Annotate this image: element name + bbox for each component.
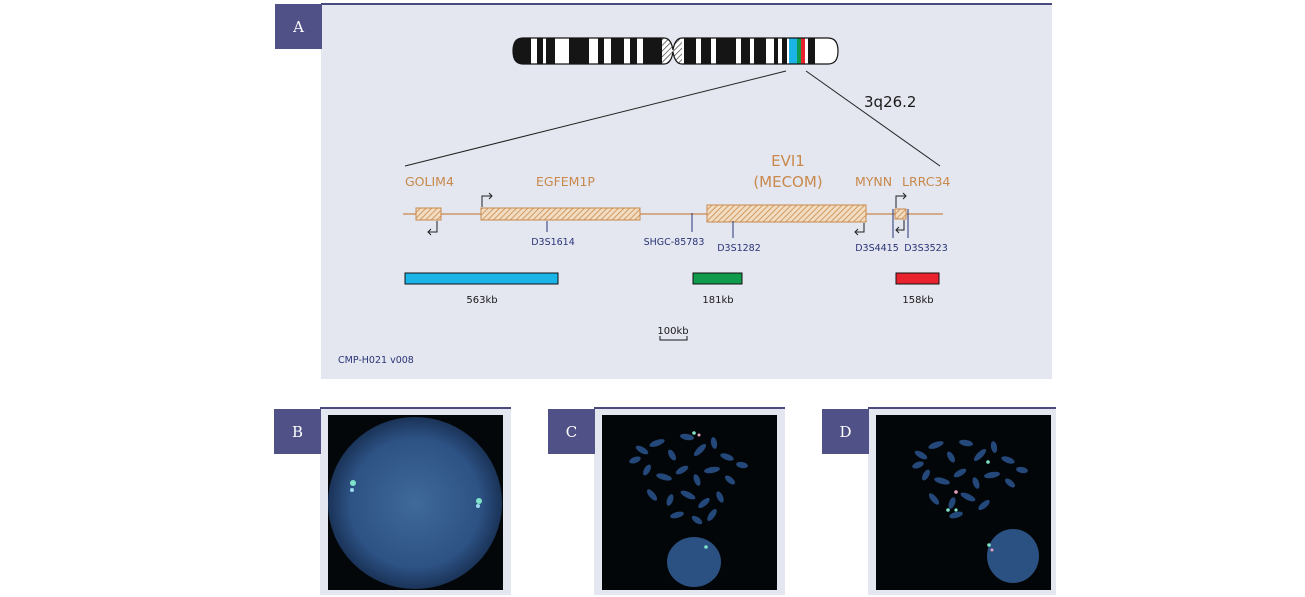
panel-d-rule	[868, 407, 1056, 409]
gene-label-evi1: EVI1	[771, 152, 805, 170]
panel-c-label: C	[548, 409, 595, 454]
panel-c-rule	[594, 407, 785, 409]
fish-image-metaphase-rearranged	[876, 415, 1051, 590]
zoom-line-right	[805, 70, 941, 167]
fish-image-interphase-nucleus	[328, 415, 503, 590]
panel-a-background	[321, 4, 1052, 379]
gene-evi1	[706, 204, 867, 223]
probe-size-181kb: 181kb	[702, 295, 733, 306]
probe-bar-158kb	[895, 272, 940, 285]
gene-label-egfem1p: EGFEM1P	[536, 174, 595, 189]
panel-b-rule	[320, 407, 511, 409]
scale-bar	[659, 336, 688, 341]
marker-ticks	[546, 209, 909, 238]
gene-label-golim4: GOLIM4	[405, 174, 454, 189]
band-label: 3q26.2	[864, 93, 916, 111]
panel-a-top-rule	[321, 3, 1052, 5]
gene-mynn-lrrc34	[894, 208, 907, 220]
probe-size-563kb: 563kb	[466, 295, 497, 306]
gene-golim4	[415, 207, 442, 221]
fish-image-metaphase-normal	[602, 415, 777, 590]
panel-b-label: B	[274, 409, 321, 454]
panel-a-label: A	[275, 4, 322, 49]
probe-size-158kb: 158kb	[902, 295, 933, 306]
gene-label-mecom: (MECOM)	[753, 173, 822, 191]
probe-bar-563kb	[404, 272, 559, 285]
panel-d-label: D	[822, 409, 869, 454]
marker-shgc-85783: SHGC-85783	[644, 237, 705, 248]
zoom-line-left	[404, 70, 787, 167]
transcription-arrows	[427, 192, 907, 236]
marker-d3s1614: D3S1614	[531, 237, 575, 248]
gene-label-lrrc34: LRRC34	[902, 174, 950, 189]
scale-bar-label: 100kb	[657, 326, 688, 337]
product-code: CMP-H021 v008	[338, 355, 414, 366]
gene-egfem1p	[480, 207, 641, 221]
marker-d3s4415: D3S4415	[855, 243, 899, 254]
probe-bar-181kb	[692, 272, 743, 285]
marker-d3s3523: D3S3523	[904, 243, 948, 254]
marker-d3s1282: D3S1282	[717, 243, 761, 254]
gene-label-mynn: MYNN	[855, 174, 892, 189]
